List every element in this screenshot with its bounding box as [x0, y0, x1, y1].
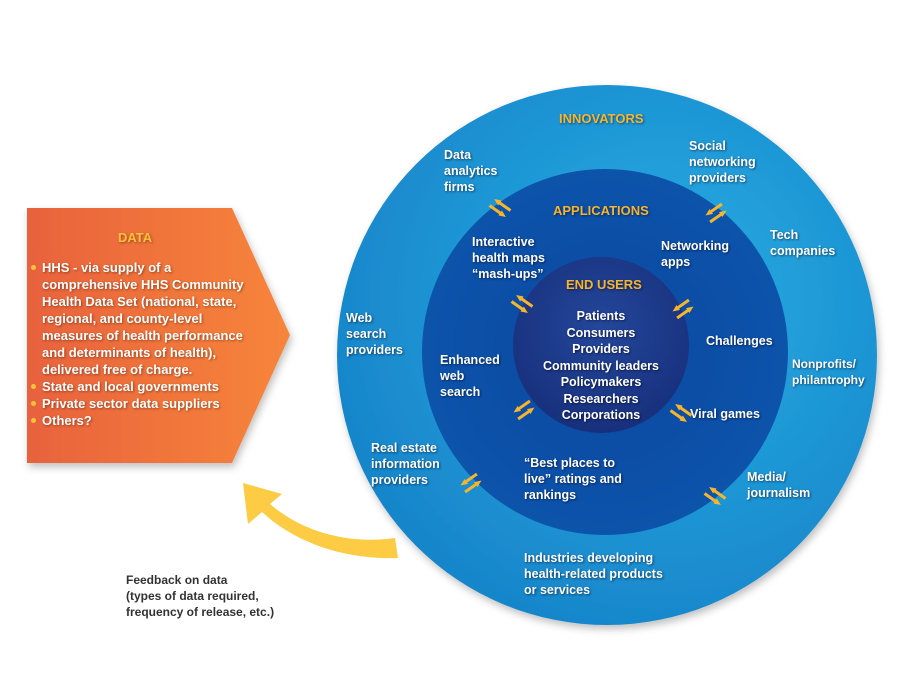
data-item-hhs: HHS - via supply of a comprehensive HHS … — [30, 259, 290, 378]
end-users-title: END USERS — [566, 277, 642, 292]
app-viral-games: Viral games — [690, 407, 760, 421]
data-item-line: measures of health performance — [42, 328, 243, 343]
feedback-line: (types of data required, — [126, 589, 259, 603]
double-arrow-icon — [669, 403, 693, 423]
data-item-others: Others? — [30, 412, 290, 429]
feedback-label: Feedback on data (types of data required… — [126, 572, 274, 620]
end-user-item: Community leaders — [542, 358, 659, 373]
end-user-item: Policymakers — [560, 375, 642, 389]
double-arrow-icon — [510, 294, 534, 314]
end-user-item: Researchers — [563, 391, 639, 406]
end-users-ring — [513, 257, 689, 433]
applications-title: APPLICATIONS — [553, 203, 649, 218]
data-item-line: Health Data Set (national, state, — [42, 294, 237, 309]
app-challenges: Challenges — [706, 334, 773, 348]
end-user-item: Patients — [576, 309, 626, 323]
data-item-state-local: State and local governments — [30, 378, 290, 395]
end-user-item: Corporations — [561, 408, 641, 422]
data-item-private-sector: Private sector data suppliers — [30, 395, 290, 412]
double-arrow-icon — [460, 472, 482, 494]
data-item-line: and determinants of health), — [42, 345, 217, 360]
end-user-item: Consumers — [566, 325, 636, 340]
innovator-nonprofits: Nonprofits/philantrophy — [792, 357, 865, 387]
double-arrow-icon — [703, 486, 727, 506]
innovator-media: Media/journalism — [747, 470, 811, 500]
feedback-arrow-icon — [243, 483, 398, 559]
data-item-line: delivered free of charge. — [42, 362, 193, 377]
double-arrow-icon — [513, 399, 535, 421]
double-arrow-icon — [705, 202, 727, 224]
end-user-item: Providers — [572, 342, 630, 356]
data-panel-title: DATA — [118, 230, 153, 245]
double-arrow-icon — [672, 298, 694, 320]
data-item-line: regional, and county-level — [42, 311, 203, 326]
feedback-line: Feedback on data — [126, 573, 228, 587]
data-panel-list: HHS - via supply of a comprehensive HHS … — [30, 259, 290, 429]
double-arrow-icon — [488, 198, 512, 218]
data-item-line: HHS - via supply of a — [42, 260, 172, 275]
data-panel-shape — [27, 208, 290, 463]
end-users-list: Patients Consumers Providers Community l… — [511, 308, 691, 424]
innovators-title: INNOVATORS — [559, 111, 644, 126]
data-item-line: comprehensive HHS Community — [42, 277, 244, 292]
feedback-line: frequency of release, etc.) — [126, 605, 275, 619]
